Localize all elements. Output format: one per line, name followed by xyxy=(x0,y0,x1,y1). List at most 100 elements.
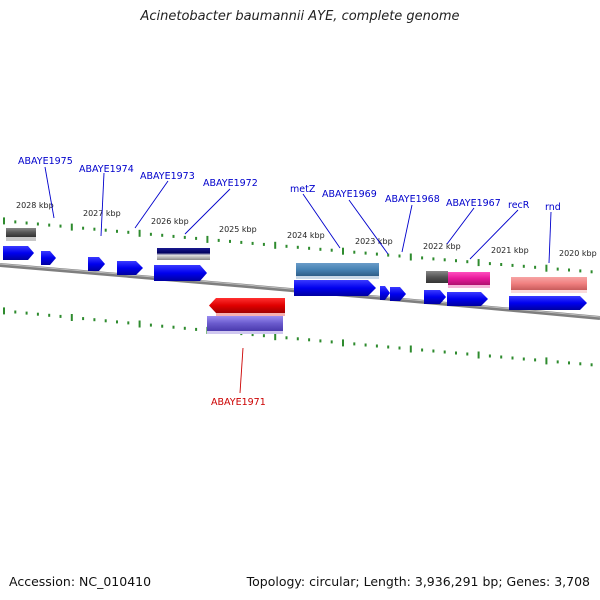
minor-tick xyxy=(308,246,311,250)
minor-tick xyxy=(149,323,152,327)
minor-tick xyxy=(285,244,288,248)
cds-arrow[interactable] xyxy=(88,257,105,271)
minor-tick xyxy=(330,340,333,344)
minor-tick xyxy=(443,258,446,262)
gene-label-abaye1974[interactable]: ABAYE1974 xyxy=(79,164,134,175)
gene-label-abaye1969[interactable]: ABAYE1969 xyxy=(322,189,377,200)
minor-tick xyxy=(534,265,537,269)
major-tick xyxy=(138,229,141,237)
lower-tick-row xyxy=(3,307,593,367)
gene-label-abaye1967[interactable]: ABAYE1967 xyxy=(446,198,501,209)
minor-tick xyxy=(534,358,537,362)
kbp-label-2024: 2024 kbp xyxy=(287,231,325,240)
gene-label-rnd[interactable]: rnd xyxy=(545,202,561,213)
feature-rnd-shadow xyxy=(511,290,587,293)
kbp-label-2026: 2026 kbp xyxy=(151,217,189,226)
minor-tick xyxy=(375,252,378,256)
major-tick xyxy=(274,241,277,249)
major-tick xyxy=(70,314,73,321)
minor-tick xyxy=(183,235,186,239)
cds-arrow[interactable] xyxy=(41,251,56,265)
minor-tick xyxy=(36,312,39,316)
minor-tick xyxy=(308,338,311,342)
minor-tick xyxy=(387,253,390,257)
minor-tick xyxy=(116,320,118,324)
minor-tick xyxy=(93,318,96,322)
minor-tick xyxy=(296,245,299,249)
minor-tick xyxy=(488,354,491,358)
kbp-label-2025: 2025 kbp xyxy=(219,225,257,234)
minor-tick xyxy=(421,348,424,352)
feature-metz[interactable] xyxy=(296,263,379,276)
feature-abaye1971-gene[interactable] xyxy=(209,298,285,313)
cds-arrow[interactable] xyxy=(380,286,390,300)
gene-label-abaye1972[interactable]: ABAYE1972 xyxy=(203,178,258,189)
minor-tick xyxy=(364,251,367,255)
minor-tick xyxy=(296,337,299,341)
minor-tick xyxy=(511,356,514,360)
label-leader-lines xyxy=(44,166,552,264)
minor-tick xyxy=(330,248,333,252)
kbp-label-2023: 2023 kbp xyxy=(355,237,393,246)
minor-tick xyxy=(48,313,51,317)
feature-grey-left[interactable] xyxy=(6,228,36,237)
minor-tick xyxy=(14,220,17,224)
gene-label-abaye1975[interactable]: ABAYE1975 xyxy=(18,156,73,167)
minor-tick xyxy=(82,317,85,321)
major-tick xyxy=(477,259,480,267)
feature-metz-shadow xyxy=(296,276,379,279)
minor-tick xyxy=(455,259,457,263)
feature-abaye1971-cds-shadow xyxy=(207,331,283,334)
cds-arrow[interactable] xyxy=(509,296,587,310)
major-tick xyxy=(545,264,548,272)
major-tick xyxy=(342,247,344,255)
minor-tick xyxy=(443,350,446,354)
minor-tick xyxy=(14,310,17,314)
feature-abaye1973[interactable] xyxy=(157,248,210,260)
minor-tick xyxy=(421,256,424,260)
minor-tick xyxy=(183,326,186,330)
feature-grey-left-shadow xyxy=(6,237,36,241)
cds-arrow[interactable] xyxy=(424,290,446,304)
cds-arrow[interactable] xyxy=(447,292,488,306)
cds-arrow[interactable] xyxy=(154,265,207,281)
major-tick xyxy=(409,253,412,261)
cds-arrow[interactable] xyxy=(390,287,406,301)
minor-tick xyxy=(127,230,130,234)
feature-rnd[interactable] xyxy=(511,277,587,290)
minor-tick xyxy=(522,357,525,361)
minor-tick xyxy=(568,361,570,365)
minor-tick xyxy=(195,236,198,240)
gene-label-abaye1968[interactable]: ABAYE1968 xyxy=(385,194,440,205)
minor-tick xyxy=(568,268,570,272)
cds-arrow[interactable] xyxy=(3,246,34,260)
minor-tick xyxy=(387,345,390,349)
minor-tick xyxy=(25,221,28,225)
gene-label-recr[interactable]: recR xyxy=(508,200,530,211)
minor-tick xyxy=(522,264,525,268)
kbp-label-2028: 2028 kbp xyxy=(16,201,54,210)
gene-label-metz[interactable]: metZ xyxy=(290,184,316,195)
feature-recr[interactable] xyxy=(448,272,490,285)
minor-tick xyxy=(161,233,164,237)
minor-tick xyxy=(25,311,28,315)
feature-abaye1971-shadow xyxy=(216,313,285,316)
feature-abaye1971-cds[interactable] xyxy=(207,316,283,331)
minor-tick xyxy=(116,229,118,233)
cds-arrow[interactable] xyxy=(117,261,143,275)
minor-tick xyxy=(353,250,356,254)
minor-tick xyxy=(172,325,175,329)
gene-label-abaye1971[interactable]: ABAYE1971 xyxy=(211,397,266,408)
minor-tick xyxy=(579,362,582,366)
gene-label-abaye1973[interactable]: ABAYE1973 xyxy=(140,171,195,182)
minor-tick xyxy=(455,351,457,355)
minor-tick xyxy=(398,346,401,350)
minor-tick xyxy=(217,238,220,242)
minor-tick xyxy=(240,240,243,244)
minor-tick xyxy=(229,239,231,243)
major-tick xyxy=(477,351,480,359)
feature-grey-abaye1967[interactable] xyxy=(426,271,448,283)
kbp-label-2020: 2020 kbp xyxy=(559,249,597,258)
cds-arrow[interactable] xyxy=(294,280,376,296)
